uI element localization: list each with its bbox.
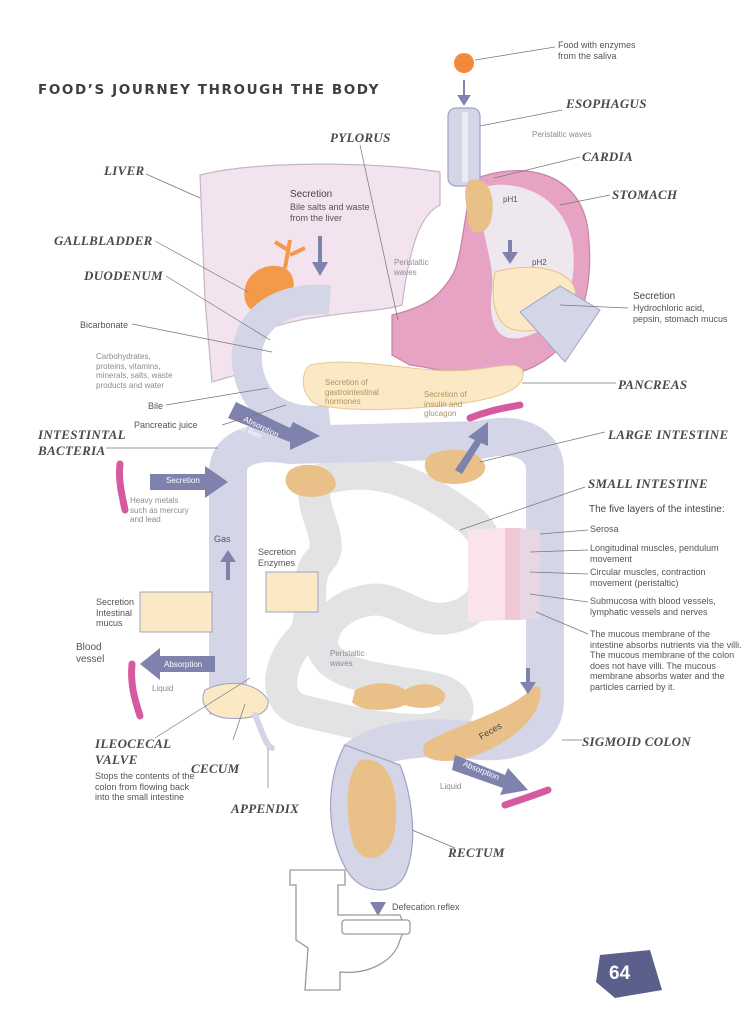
note-secretion-enzymes: Secretion Enzymes: [258, 547, 297, 568]
vessel-bottom: [501, 786, 552, 809]
page-number: 64: [609, 963, 631, 984]
label-cecum: CECUM: [191, 761, 240, 776]
label-esophagus: ESOPHAGUS: [566, 96, 647, 111]
note-pancreatic-juice: Pancreatic juice: [134, 420, 198, 430]
label-liver: LIVER: [104, 163, 145, 178]
enzyme-block: [265, 571, 319, 613]
label-sigmoid-colon: SIGMOID COLON: [582, 734, 691, 749]
toilet-seat: [341, 919, 411, 935]
liver-secretion-arrow: [312, 236, 328, 276]
note-food-saliva: Food with enzymes from the saliva: [558, 40, 636, 61]
note-secretion-mucus: Secretion Intestinal mucus: [96, 597, 135, 628]
stomach-food: [465, 179, 493, 233]
note-absorption-left: Absorption: [164, 660, 203, 669]
colon-down-arrow: [520, 668, 536, 694]
note-ph2: pH2: [532, 258, 547, 267]
note-secretion-stomach-head: Secretion: [633, 291, 676, 302]
layer-item: Circular muscles, contraction movement (…: [590, 567, 706, 588]
absorption-liver-arrow: [228, 402, 320, 450]
vessel-top: [466, 401, 524, 422]
defecation-arrow: [370, 902, 386, 916]
label-ileocecal-valve: ILEOCECAL VALVE: [95, 736, 172, 767]
note-secretion-liver: Bile salts and waste from the liver: [290, 202, 370, 223]
layer-item: Serosa: [590, 524, 619, 534]
bile-ducts: [273, 239, 306, 269]
label-large-intestine: LARGE INTESTINE: [608, 427, 729, 442]
note-secretion-gastro: Secretion of gastrointestinal hormones: [325, 378, 379, 406]
note-bicarbonate: Bicarbonate: [80, 320, 129, 330]
note-bile: Bile: [148, 401, 164, 411]
saliva-arrow: [457, 80, 471, 106]
absorption-left-arrow: [140, 648, 215, 680]
layer-item: Longitudinal muscles, pendulum movement: [590, 543, 719, 564]
food-bolus-saliva: [454, 53, 474, 73]
layer-item: The mucous membrane of the intestine abs…: [590, 629, 742, 692]
note-blood-vessel: Blood vessel: [76, 642, 105, 665]
layers-heading: The five layers of the intestine:: [589, 504, 725, 515]
large-intestine-shape: [209, 417, 564, 776]
note-liquid-right: Liquid: [440, 782, 462, 791]
stomach-down-arrow: [502, 240, 518, 264]
page-badge: [596, 950, 662, 998]
note-peristaltic-mid: Peristaltic waves: [394, 258, 429, 277]
layers-muscle: [505, 528, 520, 620]
note-defecation: Defecation reflex: [392, 902, 460, 912]
label-stomach: STOMACH: [612, 187, 678, 202]
label-intestinal-bacteria: INTESTINTAL BACTERIA: [38, 427, 126, 458]
layers-serosa: [468, 528, 505, 622]
gas-arrow: [220, 550, 236, 580]
label-gallbladder: GALLBLADDER: [54, 233, 153, 248]
small-intestine-food: [352, 683, 446, 710]
colon-feces-right: [423, 685, 541, 761]
stomach-lining: [519, 285, 601, 363]
note-ileocecal-desc: Stops the contents of the colon from flo…: [95, 771, 195, 802]
note-peristaltic-low: Peristaltic waves: [330, 649, 365, 668]
note-nutrients: Carbohydrates, proteins, vitamins, miner…: [96, 352, 173, 390]
page-title: FOOD’S JOURNEY THROUGH THE BODY: [38, 82, 380, 98]
appendix-shape: [252, 712, 275, 751]
absorption-right-arrow: [452, 755, 528, 795]
label-rectum: RECTUM: [448, 845, 505, 860]
label-duodenum: DUODENUM: [84, 268, 163, 283]
vessel-blood: [128, 660, 144, 720]
note-ph1: pH1: [503, 195, 518, 204]
label-small-intestine: SMALL INTESTINE: [588, 476, 708, 491]
note-secretion-insulin: Secretion of insulin and glucagon: [424, 390, 467, 418]
vessel-left: [116, 460, 129, 514]
colon-feces-left: [285, 464, 336, 497]
note-liquid-left: Liquid: [152, 684, 174, 693]
secretion-arrow-shape: [150, 466, 228, 498]
note-peristaltic-top: Peristaltic waves: [532, 130, 592, 139]
pancreas-shape: [302, 361, 524, 410]
cecum-shape: [202, 682, 269, 719]
rectum-feces: [347, 759, 397, 859]
note-secretion-arrow: Secretion: [166, 476, 200, 485]
note-secretion-stomach: Hydrochloric acid, pepsin, stomach mucus: [633, 303, 728, 324]
label-cardia: CARDIA: [582, 149, 633, 164]
layers-submucosa: [520, 528, 540, 620]
duodenum-shape: [231, 284, 332, 436]
note-heavy-metals: Heavy metals such as mercury and lead: [130, 496, 189, 524]
esophagus-inner: [462, 112, 468, 182]
note-gas: Gas: [214, 534, 231, 544]
label-appendix: APPENDIX: [231, 801, 300, 816]
label-pylorus: PYLORUS: [330, 130, 391, 145]
layer-item: Submucosa with blood vessels, lymphatic …: [590, 596, 716, 617]
small-arrow-up: [455, 422, 488, 474]
leader-lines: [106, 46, 629, 849]
intestinal-mucus-block: [139, 591, 213, 633]
note-secretion-liver-head: Secretion: [290, 189, 333, 200]
label-pancreas: PANCREAS: [618, 377, 688, 392]
